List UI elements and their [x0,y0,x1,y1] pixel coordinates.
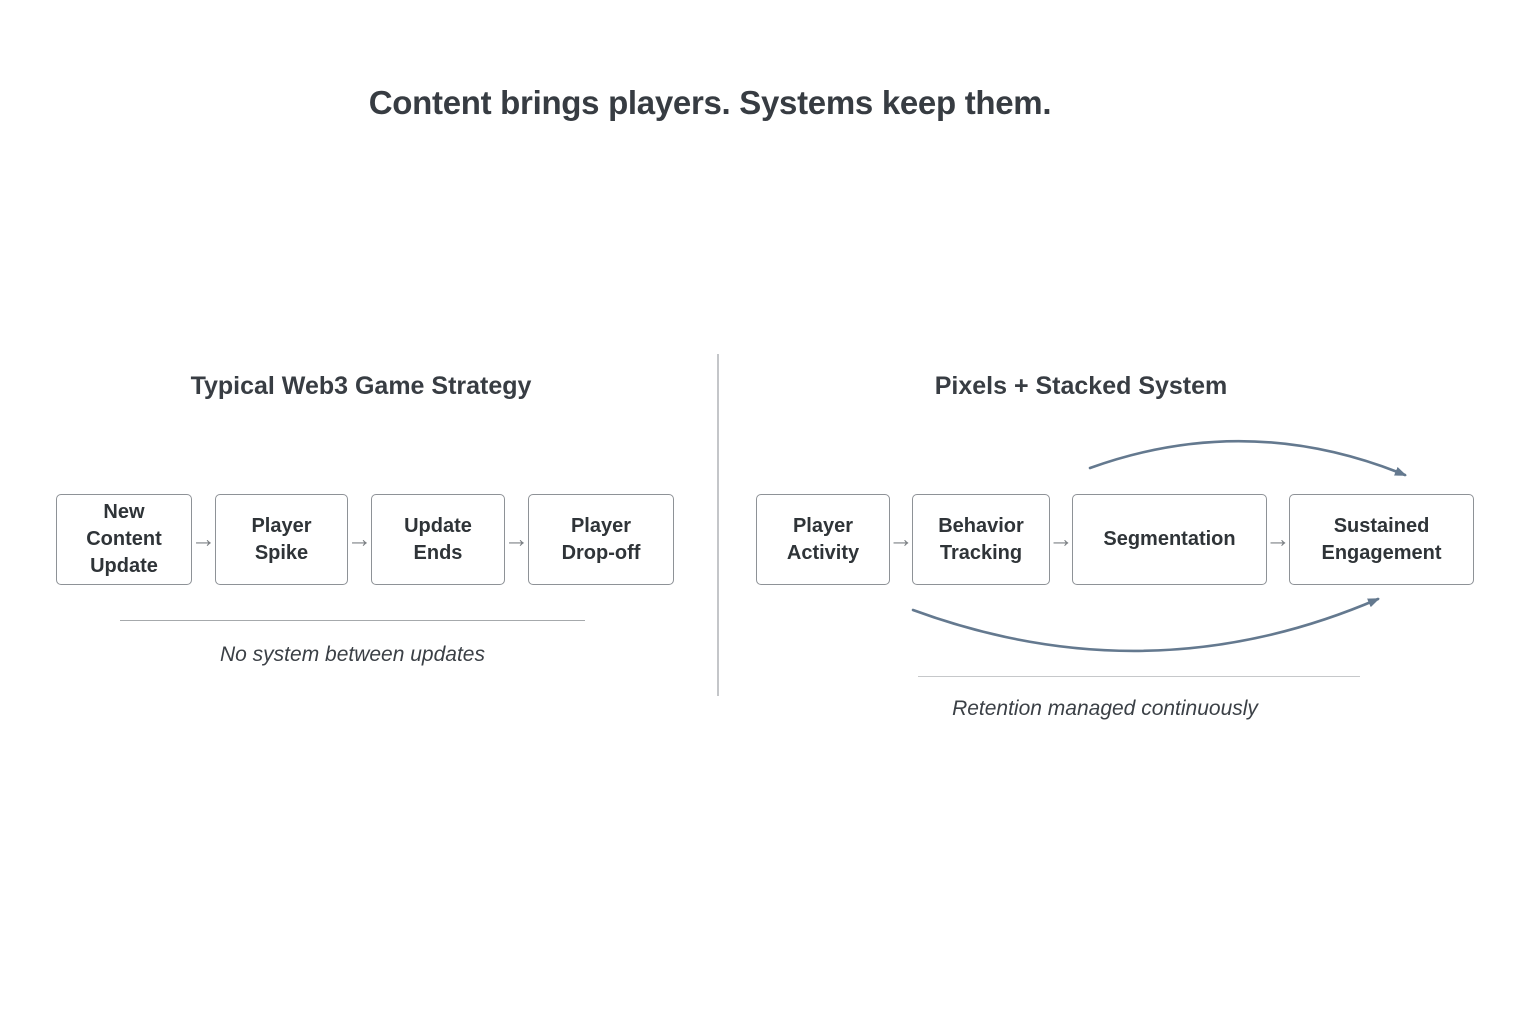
step-segmentation: Segmentation [1072,494,1267,585]
step-player-spike: Player Spike [215,494,348,585]
left-underline-rule [120,620,585,621]
step-new-content-update: New Content Update [56,494,192,585]
step-update-ends: Update Ends [371,494,505,585]
left-flow-row: New Content Update → Player Spike → Upda… [56,494,674,585]
page-title: Content brings players. Systems keep the… [368,84,1052,121]
right-caption: Retention managed continuously [952,697,1258,720]
step-player-drop-off: Player Drop-off [528,494,674,585]
right-arrow-icon: → [888,525,914,553]
right-arrow-icon: → [1265,525,1291,553]
step-behavior-tracking: Behavior Tracking [912,494,1050,585]
right-arrow-icon: → [1048,525,1074,553]
right-underline-rule [918,676,1360,677]
left-caption: No system between updates [220,643,485,666]
right-arrow-icon: → [191,525,216,553]
step-player-activity: Player Activity [756,494,890,585]
curved-arrow-top-icon [1088,439,1407,477]
right-arrow-icon: → [504,525,529,553]
curved-arrow-bottom-icon [911,597,1380,653]
left-panel-heading: Typical Web3 Game Strategy [190,372,532,400]
vertical-divider [717,354,719,696]
right-panel-heading: Pixels + Stacked System [934,372,1228,400]
right-flow-row: Player Activity → Behavior Tracking → Se… [756,494,1474,585]
step-sustained-engagement: Sustained Engagement [1289,494,1474,585]
right-arrow-icon: → [347,525,372,553]
